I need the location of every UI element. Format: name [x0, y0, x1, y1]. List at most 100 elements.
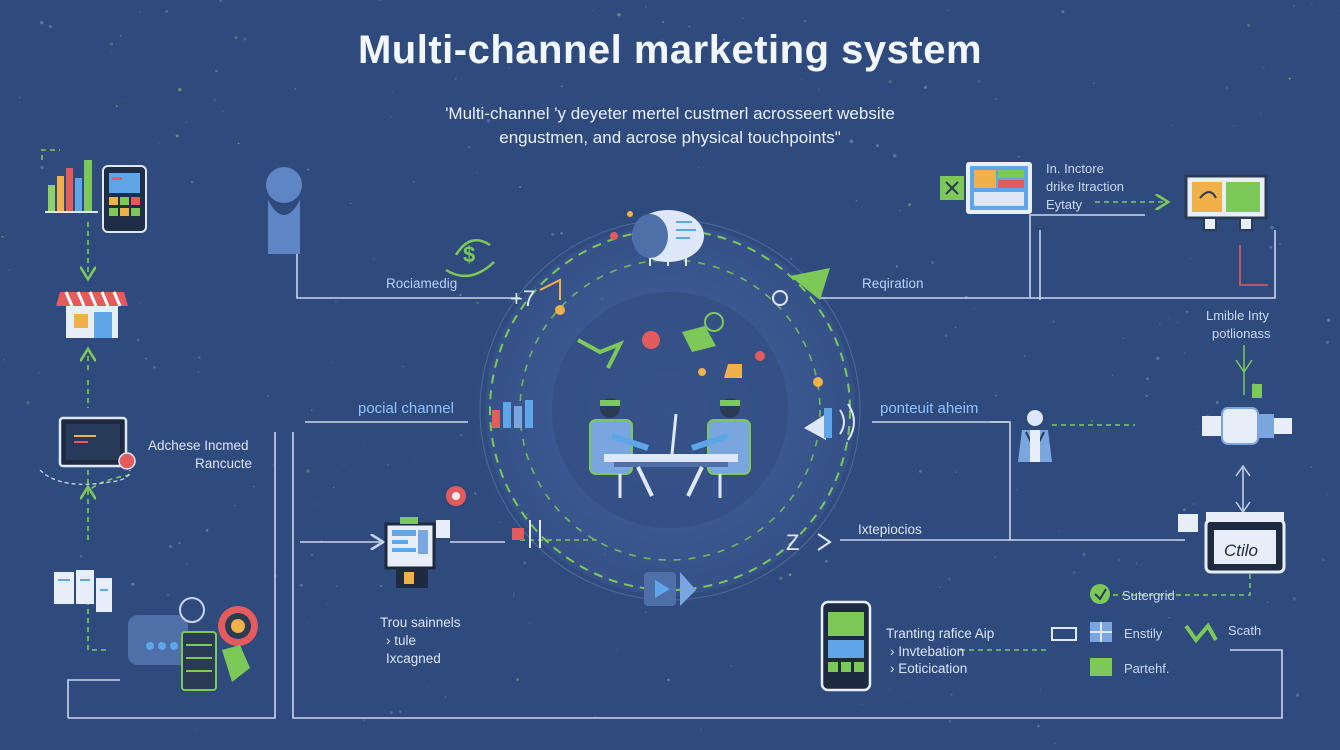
whiteboard-easel-icon [384, 486, 466, 588]
speckle [145, 357, 148, 360]
speckle [1225, 86, 1229, 90]
speckle [1182, 540, 1183, 542]
storefront-icon [56, 291, 128, 338]
speckle [1321, 558, 1326, 562]
label-tracking-line2: › Invtebation [890, 644, 965, 659]
label-instore-line2: drike Itraction [1046, 179, 1125, 194]
speckle [470, 261, 472, 264]
label-mobile-line2: potlionass [1212, 326, 1271, 341]
speckle [373, 258, 375, 260]
speckle [516, 678, 519, 681]
speckle [905, 406, 908, 409]
speckle [131, 582, 135, 586]
speckle [1117, 559, 1121, 562]
speckle [994, 98, 997, 100]
speckle [508, 66, 511, 69]
speckle [1052, 320, 1055, 323]
label-registration: Reqiration [862, 276, 924, 291]
label-social-channel: pocial channel [358, 400, 454, 417]
svg-text:Z: Z [786, 530, 799, 555]
speckle [1093, 82, 1096, 85]
label-trou-line1: Trou sainnels [380, 615, 461, 630]
speckle [1168, 616, 1171, 619]
speckle [412, 180, 416, 184]
speckle [1192, 503, 1195, 505]
speckle [18, 96, 21, 99]
label-trou-line2: › tule [386, 633, 417, 648]
speckle [8, 268, 11, 272]
speckle [392, 92, 394, 94]
person-silhouette-icon [266, 167, 302, 254]
speckle [994, 556, 996, 558]
speckle [948, 441, 950, 443]
speckle [1054, 742, 1056, 745]
speckle [973, 307, 976, 310]
speckle [1130, 208, 1132, 210]
status-icons [1051, 584, 1218, 676]
speckle [80, 555, 83, 558]
speckle [299, 583, 303, 587]
speckle [505, 110, 508, 113]
speckle [1171, 125, 1172, 126]
speckle [332, 486, 335, 489]
speckle [234, 35, 238, 40]
label-address-line2: Rancucte [195, 456, 253, 471]
speckle [882, 55, 884, 57]
calendar-sign-text: Ctilo [1224, 541, 1258, 560]
chef-person-icon [1018, 410, 1052, 462]
speckle [1091, 420, 1093, 422]
label-trou-line3: Ixcagned [386, 651, 441, 666]
speckle [1023, 354, 1026, 358]
speckle [661, 38, 663, 40]
speckle [906, 696, 908, 698]
speckle [1072, 571, 1076, 575]
speckle [253, 485, 255, 488]
label-scath: Scath [1228, 623, 1262, 638]
speckle [762, 138, 764, 140]
speckle [26, 401, 30, 405]
svg-text:+7: +7 [510, 286, 535, 311]
speckle [306, 469, 310, 473]
speckle [1145, 394, 1148, 397]
speckle [801, 78, 803, 80]
speckle [919, 469, 922, 473]
speckle [1292, 597, 1297, 601]
connector-pipe-icon [1202, 384, 1292, 445]
speckle [311, 554, 313, 556]
bar-chart-icon [45, 160, 98, 213]
speckle [1058, 530, 1060, 532]
speckle [40, 20, 44, 25]
speckle [454, 77, 457, 80]
speckle [468, 146, 471, 148]
speckle [1288, 77, 1291, 80]
label-tracking-line1: Tranting rafice Aip [886, 626, 995, 641]
speckle [529, 622, 531, 624]
speckle [336, 585, 338, 587]
speckle [742, 17, 744, 19]
speckle [955, 471, 957, 473]
speckle [594, 716, 596, 718]
speckle [1018, 155, 1020, 158]
speckle [136, 338, 140, 342]
speckle [1269, 245, 1273, 249]
page-subtitle-line2: engustmen, and acrose physical touchpoin… [499, 128, 841, 147]
speckle [1177, 322, 1179, 323]
speckle [676, 57, 681, 61]
hub-decorations: +7 Z [510, 211, 832, 555]
speckle [237, 142, 240, 145]
speckle [513, 592, 515, 594]
speckle [427, 686, 430, 688]
cloud-brain-icon [632, 210, 704, 266]
speckle [948, 577, 951, 581]
speckle [1293, 4, 1295, 7]
speckle [861, 703, 863, 705]
speckle [139, 11, 141, 13]
speckle [387, 463, 390, 466]
speckle [817, 88, 820, 91]
calendar-sign-icon: Ctilo [1178, 512, 1286, 574]
speckle [1296, 693, 1300, 697]
speckle [194, 728, 196, 730]
speckle [645, 6, 647, 8]
meeting-desk-icon [589, 398, 751, 498]
speckle [954, 326, 957, 329]
